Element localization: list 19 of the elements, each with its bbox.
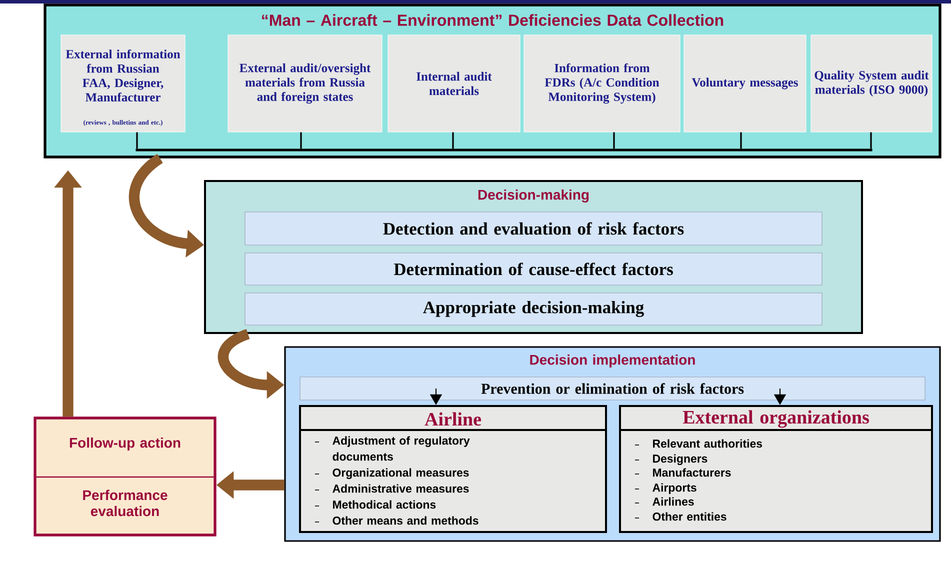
- list-box: Airline Adjustment of regulatory documents Organizational measures Administrative measures Methodical actions Other means and methods: [299, 405, 607, 533]
- bus-bar: [136, 148, 872, 152]
- source-box: External audit/oversight materials from Russia and foreign states: [228, 34, 382, 132]
- connector-line: [300, 132, 302, 149]
- list-box: External organizations Relevant authorities Designers Manufacturers Airports Airlines Other entities: [619, 405, 933, 533]
- source-box: Information from FDRs (A/c Condition Monitoring System): [524, 34, 680, 132]
- action-box: Follow-up action Performance evaluation: [34, 416, 216, 536]
- connector-line: [136, 132, 138, 149]
- source-box: Internal audit materials: [388, 34, 520, 132]
- source-box: Quality System audit materials (ISO 9000): [810, 34, 932, 132]
- connector-line: [870, 132, 872, 149]
- step-bar: Appropriate decision-making: [244, 292, 822, 326]
- step-bar: Prevention or elimination of risk factors: [300, 376, 926, 400]
- step-bar: Determination of cause-effect factors: [244, 252, 822, 286]
- connector-line: [740, 132, 742, 149]
- connector-line: [613, 132, 615, 149]
- source-box: Voluntary messages: [684, 34, 806, 132]
- step-bar: Detection and evaluation of risk factors: [244, 212, 822, 246]
- connector-line: [452, 132, 454, 149]
